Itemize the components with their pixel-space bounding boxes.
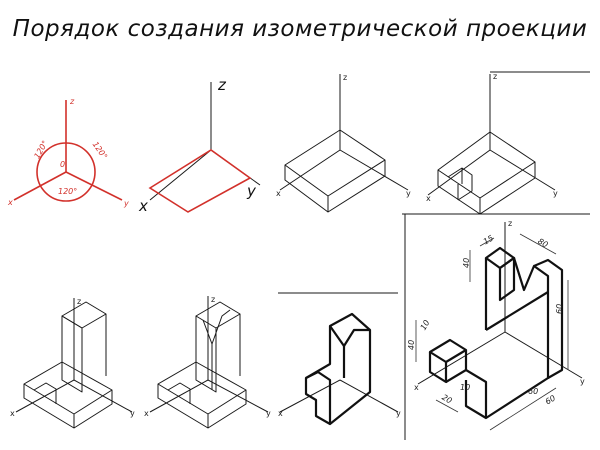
- wall-top-left: [484, 246, 516, 270]
- step-2-base-rectangle: z x y: [138, 76, 261, 215]
- dim-line-80: [519, 233, 557, 255]
- dim-line-20: [435, 399, 459, 413]
- origin-label: 0: [60, 160, 65, 169]
- cutout-outline: [33, 382, 57, 404]
- base-front-outline: [465, 369, 488, 418]
- x-axis-line: [149, 379, 209, 413]
- dim-10-bottom: 10: [460, 383, 470, 392]
- x-label: x: [138, 197, 148, 215]
- step-4-box-cutout: z x y: [426, 71, 590, 215]
- z-label: z: [493, 72, 497, 81]
- y-axis-line: [339, 149, 409, 191]
- x-axis-line: [417, 331, 506, 385]
- y-label: y: [123, 199, 129, 208]
- cutout-outline: [167, 382, 191, 404]
- step-5-wall-added: z x y: [10, 297, 135, 429]
- dim-40-left: 40: [407, 340, 416, 350]
- base-rectangle: [148, 149, 252, 213]
- step-7-outline: x y: [278, 292, 401, 426]
- dim-line-60b: [489, 387, 557, 431]
- y-label: y: [130, 409, 135, 418]
- base-sides: [157, 384, 247, 429]
- wall-right-outline: [464, 257, 550, 420]
- dim-80: 80: [536, 237, 549, 250]
- x-axis-line: [149, 149, 212, 201]
- z-label: z: [77, 297, 81, 306]
- dim-20: 20: [440, 393, 453, 406]
- dim-10: 10: [419, 318, 432, 331]
- x-label: x: [7, 198, 13, 207]
- y-axis-line: [65, 171, 123, 201]
- y-axis-line: [504, 331, 583, 379]
- y-label: y: [266, 409, 271, 418]
- base-sides: [23, 384, 113, 429]
- page-title: Порядок создания изометрической проекции: [12, 16, 588, 42]
- angle-label-bottom: 120°: [58, 187, 77, 196]
- wall-front: [195, 315, 217, 393]
- x-axis-line: [279, 149, 341, 191]
- wall-side-left: [498, 256, 516, 302]
- step-front: [428, 352, 448, 384]
- base-ridge: [485, 291, 549, 331]
- y-label: y: [396, 409, 401, 418]
- dim-15: 15: [482, 234, 495, 247]
- x-axis-line: [15, 379, 75, 413]
- z-label: z: [508, 219, 512, 228]
- y-axis-line: [339, 379, 399, 413]
- y-label: y: [553, 189, 558, 198]
- x-label: x: [426, 194, 431, 203]
- cutout-outline: [447, 167, 473, 201]
- x-label: x: [414, 383, 419, 392]
- x-label: x: [278, 409, 283, 418]
- x-label: x: [276, 189, 281, 198]
- step-outline: [305, 370, 332, 424]
- angle-circle: [36, 142, 96, 202]
- x-axis-line: [427, 149, 491, 196]
- wall-top: [195, 301, 241, 329]
- notch-outline: [329, 325, 370, 348]
- angle-label-right: 120°: [91, 140, 109, 161]
- y-label: y: [580, 377, 585, 386]
- step-1-axes-angles: z x y 0 120° 120° 120°: [7, 97, 129, 208]
- y-axis-line: [207, 379, 269, 413]
- step-6-notch-added: z x y: [144, 295, 271, 429]
- dim-line-15: [479, 237, 495, 247]
- dim-60-length: 60: [544, 394, 557, 407]
- box-sides: [437, 162, 536, 215]
- dim-40: 40: [462, 258, 471, 268]
- z-label: z: [217, 76, 227, 94]
- wall-back-outline: [533, 258, 564, 379]
- box-top: [284, 129, 386, 197]
- z-label: z: [343, 73, 347, 82]
- x-label: x: [144, 409, 149, 418]
- dim-60-bottom: 60: [528, 387, 538, 396]
- z-label: z: [69, 97, 75, 106]
- x-label: x: [10, 409, 15, 418]
- step-3-base-box: z x y: [276, 73, 411, 213]
- z-label: z: [211, 295, 215, 304]
- y-label: y: [246, 182, 257, 200]
- dim-60: 60: [555, 304, 564, 314]
- v-notch: [202, 309, 231, 345]
- step-8-final-dimensioned: 15 80 40 60 60 60 10 40 20 10 z x y: [402, 213, 590, 440]
- wall-top: [61, 301, 107, 329]
- y-label: y: [406, 189, 411, 198]
